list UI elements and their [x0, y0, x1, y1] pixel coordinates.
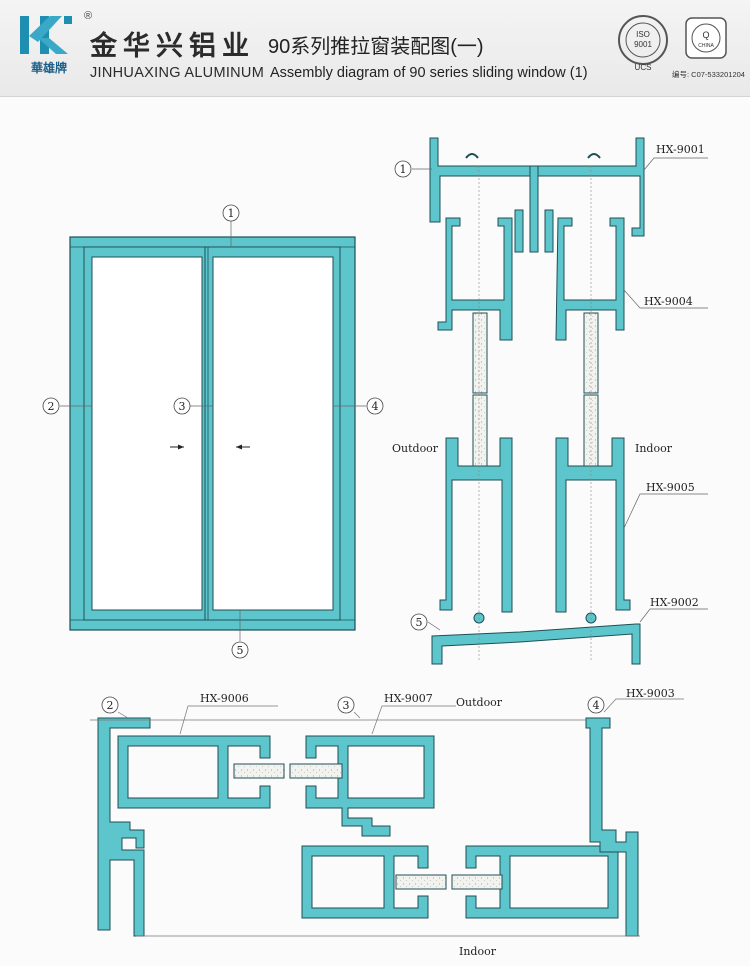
part-label-hx9003: HX-9003 — [626, 687, 675, 700]
callout-4-elevation: 4 — [366, 397, 384, 415]
vertical-section — [429, 137, 645, 665]
svg-text:1: 1 — [228, 207, 235, 220]
header-banner: 華雄牌 ® 金华兴铝业 JINHUAXING ALUMINUM 90系列推拉窗装… — [0, 0, 750, 97]
svg-text:CHINA: CHINA — [698, 43, 714, 49]
svg-text:2: 2 — [107, 699, 114, 712]
part-label-hx9001: HX-9001 — [656, 143, 705, 156]
svg-text:4: 4 — [593, 699, 600, 712]
svg-text:5: 5 — [416, 616, 423, 629]
page-title-cn: 90系列推拉窗装配图(一) — [268, 36, 484, 58]
outdoor-label-section: Outdoor — [392, 442, 439, 455]
svg-text:ISO: ISO — [636, 30, 650, 39]
brand-logo-icon: 華雄牌 — [20, 16, 72, 75]
page-title-en: Assembly diagram of 90 series sliding wi… — [270, 65, 588, 81]
svg-text:9001: 9001 — [634, 40, 652, 49]
brand-name-en: JINHUAXING ALUMINUM — [90, 65, 265, 81]
callout-5-elevation: 5 — [231, 641, 249, 659]
callout-4-section: 4 — [587, 696, 605, 714]
certificate-number: 编号: C07-533201204 — [672, 70, 745, 79]
arrow-left-icon — [236, 444, 242, 450]
callout-5-section: 5 — [410, 613, 428, 631]
arrow-right-icon — [178, 444, 184, 450]
indoor-label-section: Indoor — [635, 442, 673, 455]
window-elevation — [69, 236, 356, 631]
svg-text:5: 5 — [237, 644, 244, 657]
svg-text:4: 4 — [372, 400, 379, 413]
assembly-diagram: 1 2 3 4 5 1 5 2 — [42, 137, 708, 958]
svg-text:1: 1 — [400, 163, 407, 176]
callout-2-section: 2 — [101, 696, 119, 714]
part-label-hx9007: HX-9007 — [384, 692, 433, 705]
quality-cert-badge-icon: Q CHINA — [685, 17, 727, 59]
svg-text:Q: Q — [702, 30, 709, 40]
svg-text:UCS: UCS — [635, 63, 652, 72]
svg-text:3: 3 — [343, 699, 350, 712]
outdoor-label-bottom: Outdoor — [456, 696, 503, 709]
callout-2-elevation: 2 — [42, 397, 60, 415]
callout-1-elevation: 1 — [222, 204, 240, 222]
brand-name-cn: 金华兴铝业 — [90, 31, 255, 61]
part-label-hx9005: HX-9005 — [646, 481, 695, 494]
svg-text:2: 2 — [48, 400, 55, 413]
logo-text: 華雄牌 — [31, 60, 67, 75]
indoor-label-bottom: Indoor — [459, 945, 497, 958]
callout-1-section: 1 — [394, 160, 412, 178]
iso-cert-badge-icon: ISO 9001 UCS — [618, 15, 668, 72]
callout-3-elevation: 3 — [173, 397, 191, 415]
part-label-hx9006: HX-9006 — [200, 692, 249, 705]
horizontal-section — [97, 717, 639, 937]
svg-text:3: 3 — [179, 400, 186, 413]
callout-3-section: 3 — [337, 696, 355, 714]
part-label-hx9004: HX-9004 — [644, 295, 693, 308]
part-label-hx9002: HX-9002 — [650, 596, 699, 609]
registered-mark: ® — [84, 10, 93, 22]
